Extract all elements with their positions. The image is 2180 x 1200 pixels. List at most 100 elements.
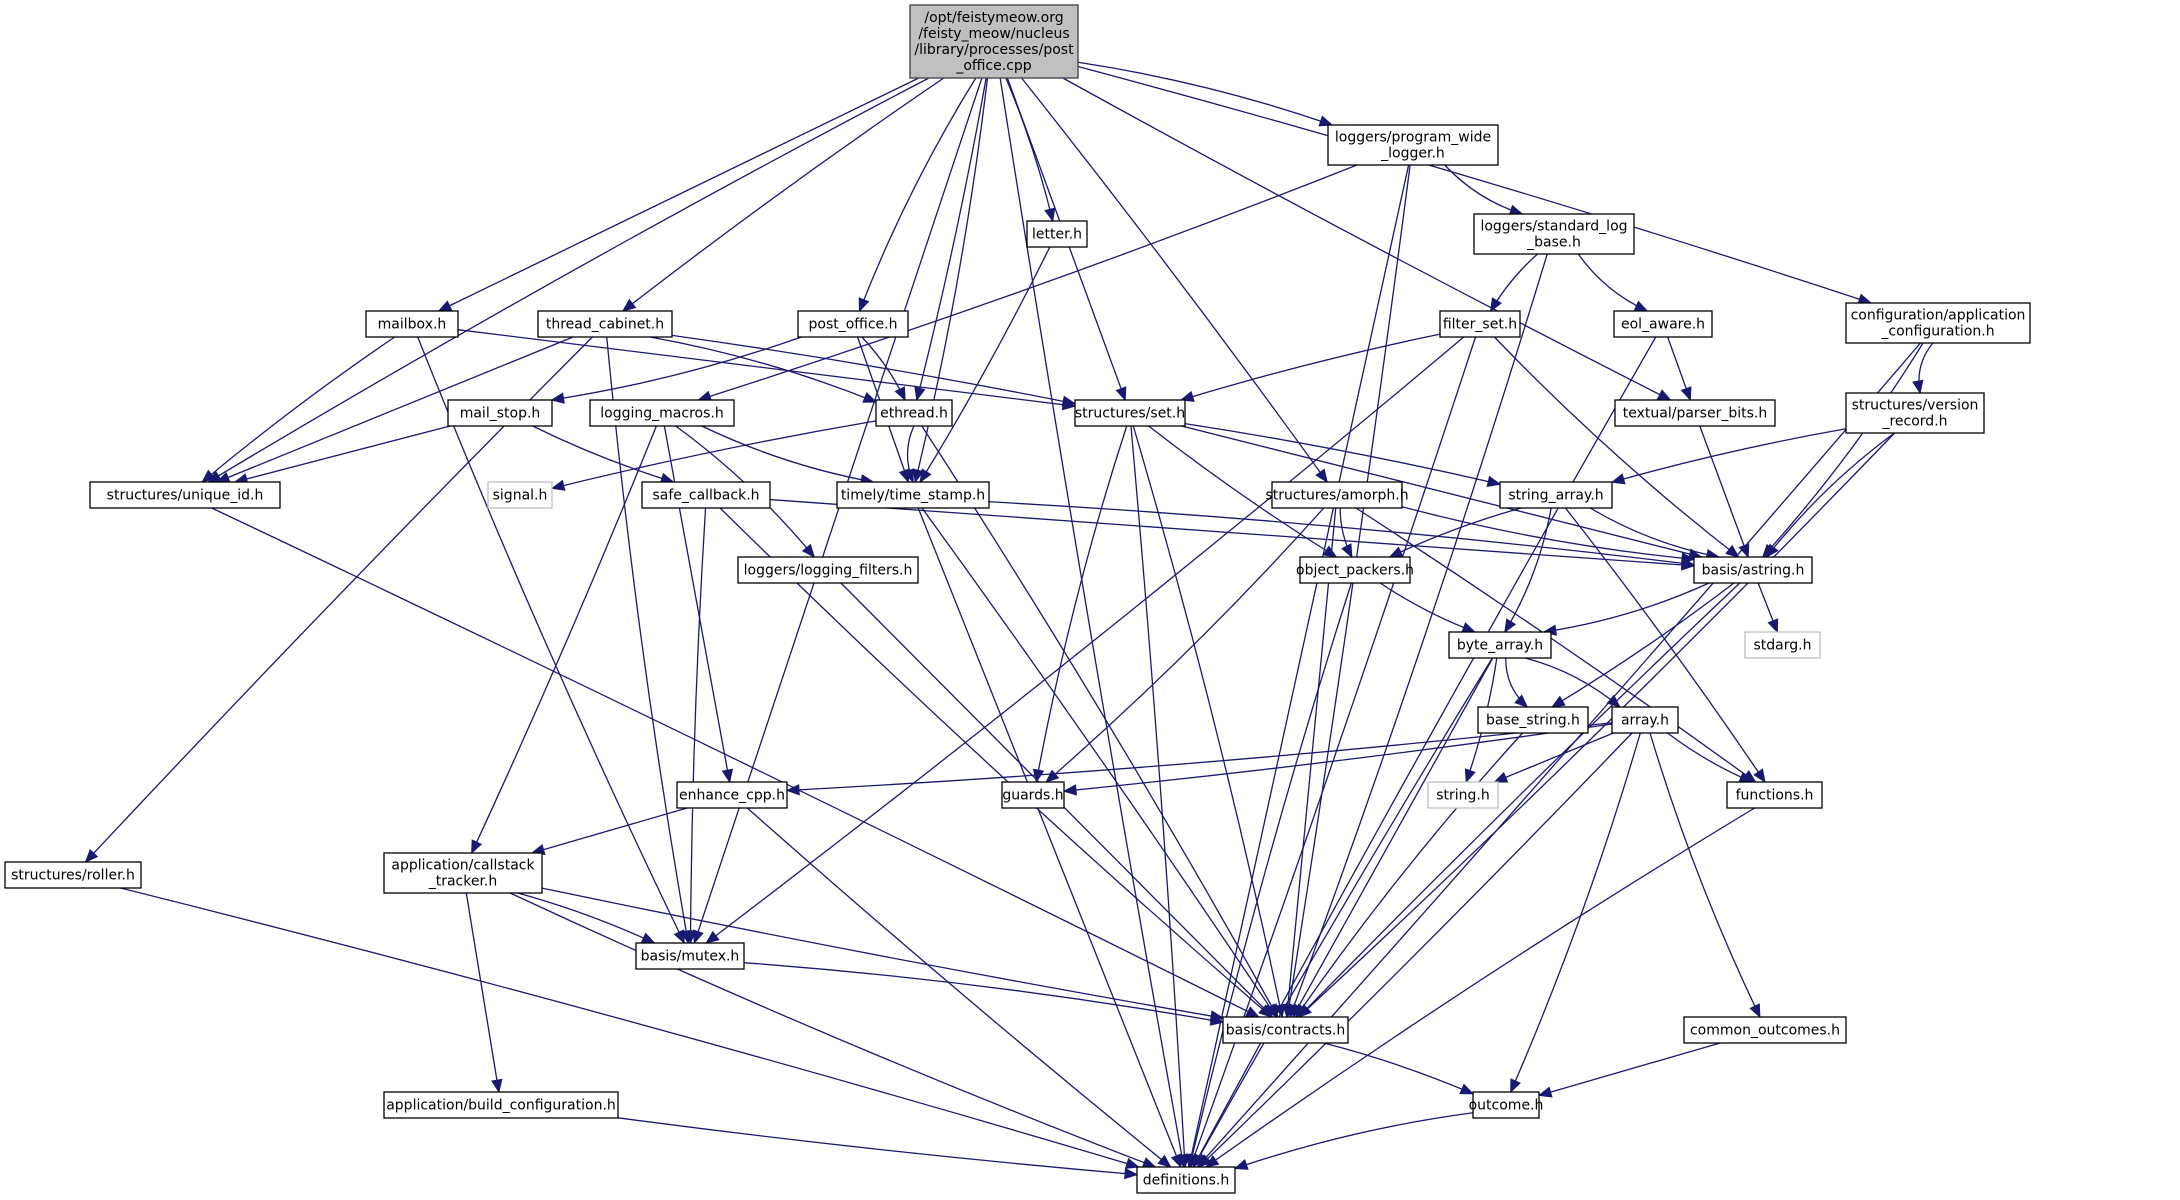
node-box[interactable] — [589, 399, 735, 427]
node-label: _tracker.h — [428, 874, 498, 890]
node-common_outcomes[interactable]: common_outcomes.h — [1683, 1016, 1847, 1044]
arrowhead-icon — [692, 929, 704, 945]
node-box[interactable] — [1845, 392, 1985, 434]
node-box[interactable] — [1327, 124, 1499, 166]
node-box[interactable] — [1074, 399, 1186, 427]
edge-array-to-definitions — [1198, 732, 1633, 1168]
node-callstack_tracker[interactable]: application/callstack_tracker.h — [383, 852, 543, 894]
node-standard_log_base[interactable]: loggers/standard_log_base.h — [1473, 213, 1635, 255]
node-stdarg[interactable]: stdarg.h — [1744, 631, 1821, 659]
node-letter[interactable]: letter.h — [1026, 220, 1088, 248]
edge-root-to-thread_cabinet — [622, 77, 945, 312]
node-box[interactable] — [365, 310, 459, 338]
node-eol_aware[interactable]: eol_aware.h — [1613, 310, 1713, 338]
arrowhead-icon — [1537, 1086, 1553, 1098]
node-box[interactable] — [909, 4, 1079, 79]
node-box[interactable] — [1448, 631, 1552, 659]
node-box[interactable] — [1271, 481, 1403, 509]
node-byte_array[interactable]: byte_array.h — [1448, 631, 1552, 659]
node-enhance_cpp[interactable]: enhance_cpp.h — [676, 781, 788, 809]
node-box[interactable] — [447, 399, 553, 427]
node-base_string[interactable]: base_string.h — [1477, 706, 1589, 734]
node-build_configuration[interactable]: application/build_configuration.h — [383, 1091, 619, 1119]
node-box[interactable] — [676, 781, 788, 809]
node-amorph[interactable]: structures/amorph.h — [1265, 481, 1409, 509]
node-post_office_h[interactable]: post_office.h — [797, 310, 909, 338]
edge-mail_stop-to-safe_callback — [532, 425, 674, 483]
node-box[interactable] — [1222, 1016, 1349, 1044]
node-box[interactable] — [1726, 781, 1823, 809]
node-box[interactable] — [1439, 310, 1521, 338]
node-box[interactable] — [1136, 1166, 1236, 1194]
node-box[interactable] — [1477, 706, 1589, 734]
node-unique_id[interactable]: structures/unique_id.h — [89, 481, 281, 509]
node-box[interactable] — [737, 556, 919, 584]
node-mailbox[interactable]: mailbox.h — [365, 310, 459, 338]
node-box[interactable] — [836, 481, 990, 509]
node-label: byte_array.h — [1457, 638, 1543, 654]
node-functions[interactable]: functions.h — [1726, 781, 1823, 809]
node-box[interactable] — [1001, 781, 1065, 809]
node-box[interactable] — [1693, 556, 1813, 584]
node-set[interactable]: structures/set.h — [1074, 399, 1186, 427]
edge-enhance_cpp-to-definitions — [746, 807, 1172, 1168]
node-box[interactable] — [1299, 556, 1411, 584]
node-box[interactable] — [4, 861, 142, 889]
node-box[interactable] — [537, 310, 673, 338]
arrowhead-icon — [84, 848, 99, 863]
node-box[interactable] — [797, 310, 909, 338]
edge-amorph-to-guards — [1045, 507, 1325, 783]
node-box[interactable] — [635, 942, 745, 970]
edge-array-to-enhance_cpp — [786, 722, 1613, 792]
node-signal[interactable]: signal.h — [487, 481, 553, 509]
edge-base_string-to-contracts — [1295, 732, 1524, 1018]
node-box[interactable] — [1683, 1016, 1847, 1044]
node-version_record[interactable]: structures/version_record.h — [1845, 392, 1985, 434]
node-thread_cabinet[interactable]: thread_cabinet.h — [537, 310, 673, 338]
node-safe_callback[interactable]: safe_callback.h — [641, 481, 771, 509]
node-box[interactable] — [1845, 302, 2031, 344]
node-box[interactable] — [875, 399, 953, 427]
node-mail_stop[interactable]: mail_stop.h — [447, 399, 553, 427]
node-box[interactable] — [487, 481, 553, 509]
node-box[interactable] — [1611, 706, 1679, 734]
node-box[interactable] — [383, 852, 543, 894]
node-mutex[interactable]: basis/mutex.h — [635, 942, 745, 970]
node-contracts[interactable]: basis/contracts.h — [1222, 1016, 1349, 1044]
arrowhead-icon — [1912, 379, 1924, 395]
node-box[interactable] — [1473, 213, 1635, 255]
node-filter_set[interactable]: filter_set.h — [1439, 310, 1521, 338]
node-guards[interactable]: guards.h — [1001, 781, 1065, 809]
node-ethread[interactable]: ethread.h — [875, 399, 953, 427]
node-logging_filters[interactable]: loggers/logging_filters.h — [737, 556, 919, 584]
node-array[interactable]: array.h — [1611, 706, 1679, 734]
nodes-layer: /opt/feistymeow.org/feisty_meow/nucleus/… — [4, 4, 2031, 1194]
node-app_config[interactable]: configuration/application_configuration.… — [1845, 302, 2031, 344]
node-box[interactable] — [1613, 310, 1713, 338]
node-box[interactable] — [641, 481, 771, 509]
edge-roller-to-definitions — [120, 887, 1139, 1168]
node-object_packers[interactable]: object_packers.h — [1296, 556, 1414, 584]
node-box[interactable] — [1499, 481, 1613, 509]
node-box[interactable] — [383, 1091, 619, 1119]
node-box[interactable] — [1427, 781, 1499, 809]
node-astring[interactable]: basis/astring.h — [1693, 556, 1813, 584]
node-box[interactable] — [1614, 399, 1776, 427]
node-roller[interactable]: structures/roller.h — [4, 861, 142, 889]
node-root[interactable]: /opt/feistymeow.org/feisty_meow/nucleus/… — [909, 4, 1079, 79]
node-parser_bits[interactable]: textual/parser_bits.h — [1614, 399, 1776, 427]
node-string_array[interactable]: string_array.h — [1499, 481, 1613, 509]
node-box[interactable] — [89, 481, 281, 509]
arrowhead-icon — [903, 468, 914, 484]
node-box[interactable] — [1472, 1091, 1540, 1119]
node-time_stamp[interactable]: timely/time_stamp.h — [836, 481, 990, 509]
node-box[interactable] — [1744, 631, 1821, 659]
edge-filter_set-to-definitions — [1189, 336, 1477, 1168]
node-program_wide_logger[interactable]: loggers/program_wide_logger.h — [1327, 124, 1499, 166]
node-box[interactable] — [1026, 220, 1088, 248]
node-outcome[interactable]: outcome.h — [1469, 1091, 1544, 1119]
node-logging_macros[interactable]: logging_macros.h — [589, 399, 735, 427]
node-label: configuration/application — [1851, 308, 2026, 324]
node-string_h[interactable]: string.h — [1427, 781, 1499, 809]
node-definitions[interactable]: definitions.h — [1136, 1166, 1236, 1194]
